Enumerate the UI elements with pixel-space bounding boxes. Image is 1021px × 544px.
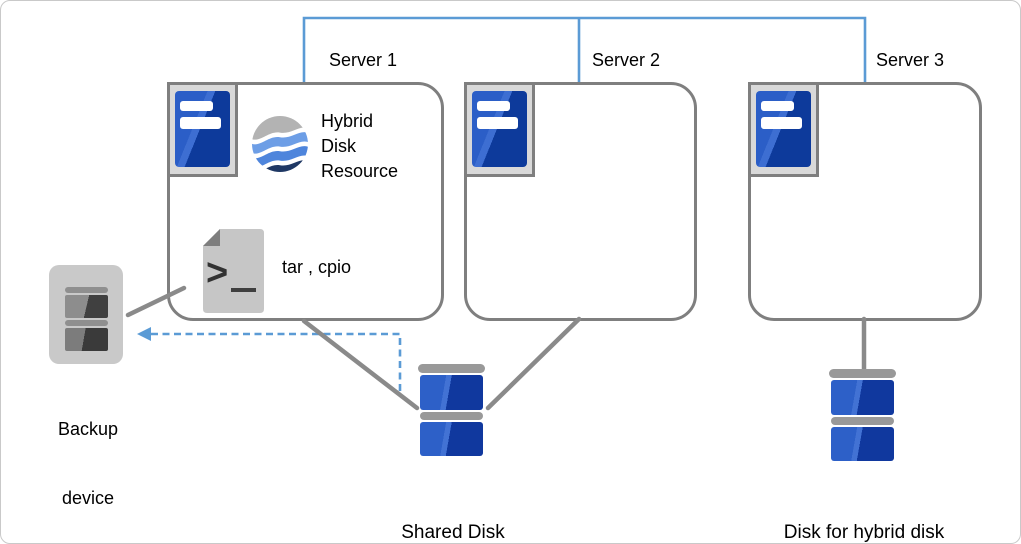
server-tower-body (175, 91, 230, 167)
tape-drive-bay (65, 295, 108, 318)
server1-label: Server 1 (329, 50, 398, 70)
disk-platter (831, 427, 894, 461)
disk-platter (420, 375, 483, 410)
wave-sphere-icon (252, 116, 308, 172)
shared-disk-icon (418, 364, 485, 456)
hybrid-resource-label-line3: Resource (321, 161, 399, 181)
server-tower-body (756, 91, 811, 167)
server-tower-icon (464, 82, 535, 177)
tape-slot-bar (65, 287, 108, 293)
disk-divider (831, 417, 894, 425)
hybrid-disk-icon (829, 369, 896, 461)
disk-platter (831, 380, 894, 415)
prompt-glyph: > (206, 252, 228, 294)
server3-label: Server 3 (876, 50, 945, 70)
server-drive-slot (761, 101, 794, 111)
server-tower-icon (748, 82, 819, 177)
server-drive-slot (180, 117, 221, 129)
disk-cap (418, 364, 485, 373)
server-tower-icon (167, 82, 238, 177)
cursor-underscore (231, 288, 256, 292)
server-drive-slot (477, 117, 518, 129)
disk-divider (420, 412, 483, 420)
server-tower-body (472, 91, 527, 167)
backup-tape-device-icon (49, 265, 123, 364)
hybrid-resource-label-line2: Disk (321, 136, 356, 156)
shared-disk-caption: Shared Disk for hybrid disk resource (401, 522, 505, 543)
disk-cap (829, 369, 896, 378)
server2-label: Server 2 (592, 50, 661, 70)
tape-drive-bay (65, 328, 108, 351)
hybrid-resource-label-line1: Hybrid (321, 111, 374, 131)
server-drive-slot (761, 117, 802, 129)
shell-script-file-icon: > (203, 229, 264, 313)
arrowhead-icon (137, 327, 151, 341)
disk-platter (420, 422, 483, 456)
server-drive-slot (180, 101, 213, 111)
hybrid-disk-caption: Disk for hybrid disk resource (783, 522, 945, 543)
server-drive-slot (477, 101, 510, 111)
backup-flow-dashed-arrow (151, 332, 402, 391)
server1-disk-line (301, 318, 420, 411)
backup-device-caption: Backup device (57, 419, 119, 508)
tape-slot-bar (65, 320, 108, 326)
server2-disk-line (485, 316, 582, 411)
backup-tools-label: tar , cpio (282, 257, 352, 277)
